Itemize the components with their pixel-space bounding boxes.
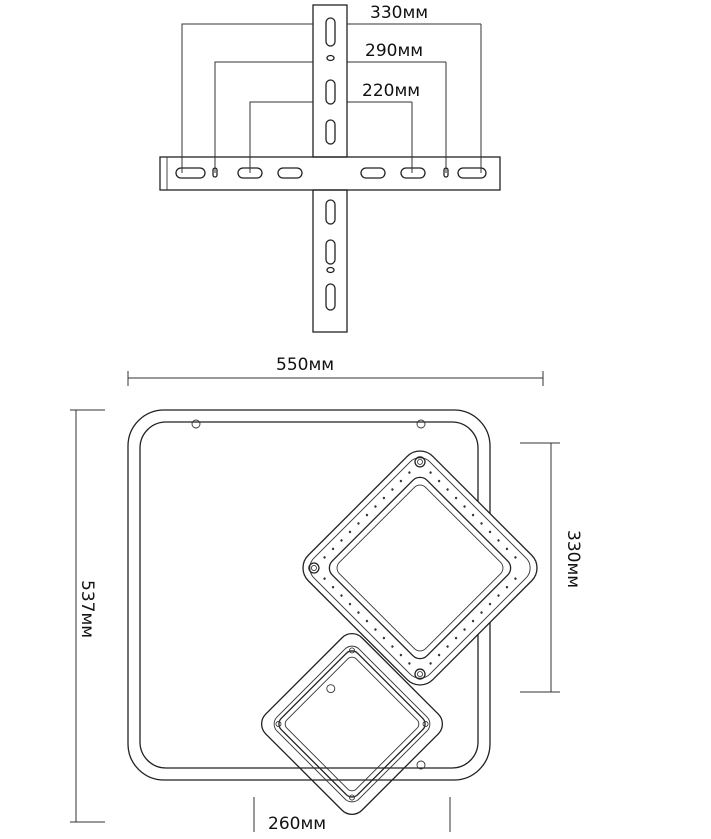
led-dot [382,496,386,500]
led-dot [331,585,335,589]
led-dot [437,653,441,657]
led-dot [348,602,352,606]
led-dot [357,522,360,525]
led-dot [463,628,466,631]
led-dot [323,577,326,580]
led-dot [408,471,411,474]
led-dot [471,513,475,517]
led-dot [348,530,352,534]
led-dot [382,636,386,640]
small-diamond-module [260,632,444,816]
led-dot [480,611,483,614]
led-dot [374,628,377,631]
led-dot [365,619,369,623]
led-dot [391,488,394,491]
dim-290-label: 290мм [365,41,423,61]
small-module-label: 260мм [268,814,326,834]
lamp-dimension-lines [70,371,560,832]
led-dot [497,539,500,542]
led-dot [399,479,403,483]
led-dot [357,611,360,614]
height-label: 537мм [77,580,97,638]
led-dot [331,547,335,551]
led-dot [429,662,432,665]
led-dot [446,488,449,491]
led-dot [463,505,466,508]
led-dot [488,602,492,606]
large-diamond-module [302,450,538,686]
bracket-vertical-bottom [312,189,348,333]
led-dot [391,645,394,648]
led-dot [471,619,475,623]
led-dot [340,539,343,542]
led-dot [446,645,449,648]
led-dot [437,479,441,483]
led-dot [454,636,458,640]
led-dot [505,585,509,589]
led-dot [323,556,326,559]
led-dot [429,471,432,474]
dim-220-label: 220мм [362,81,420,101]
led-dot [374,505,377,508]
bracket-slots [175,17,487,311]
led-dot [488,530,492,534]
width-label: 550мм [276,355,334,375]
large-module-label: 330мм [563,530,583,588]
led-dot [340,594,343,597]
led-dot [365,513,369,517]
led-dot [408,662,411,665]
mounting-bracket: 330мм 290мм 220мм [159,3,501,333]
led-dot [399,653,403,657]
bracket-horizontal [159,156,501,191]
led-dot [514,577,517,580]
led-dot [480,522,483,525]
led-dot [497,594,500,597]
led-dot [514,556,517,559]
dim-330-label: 330мм [370,3,428,23]
led-dot [454,496,458,500]
led-dot [505,547,509,551]
bracket-dimension-lines [181,23,482,173]
bracket-vertical-top [312,4,348,158]
